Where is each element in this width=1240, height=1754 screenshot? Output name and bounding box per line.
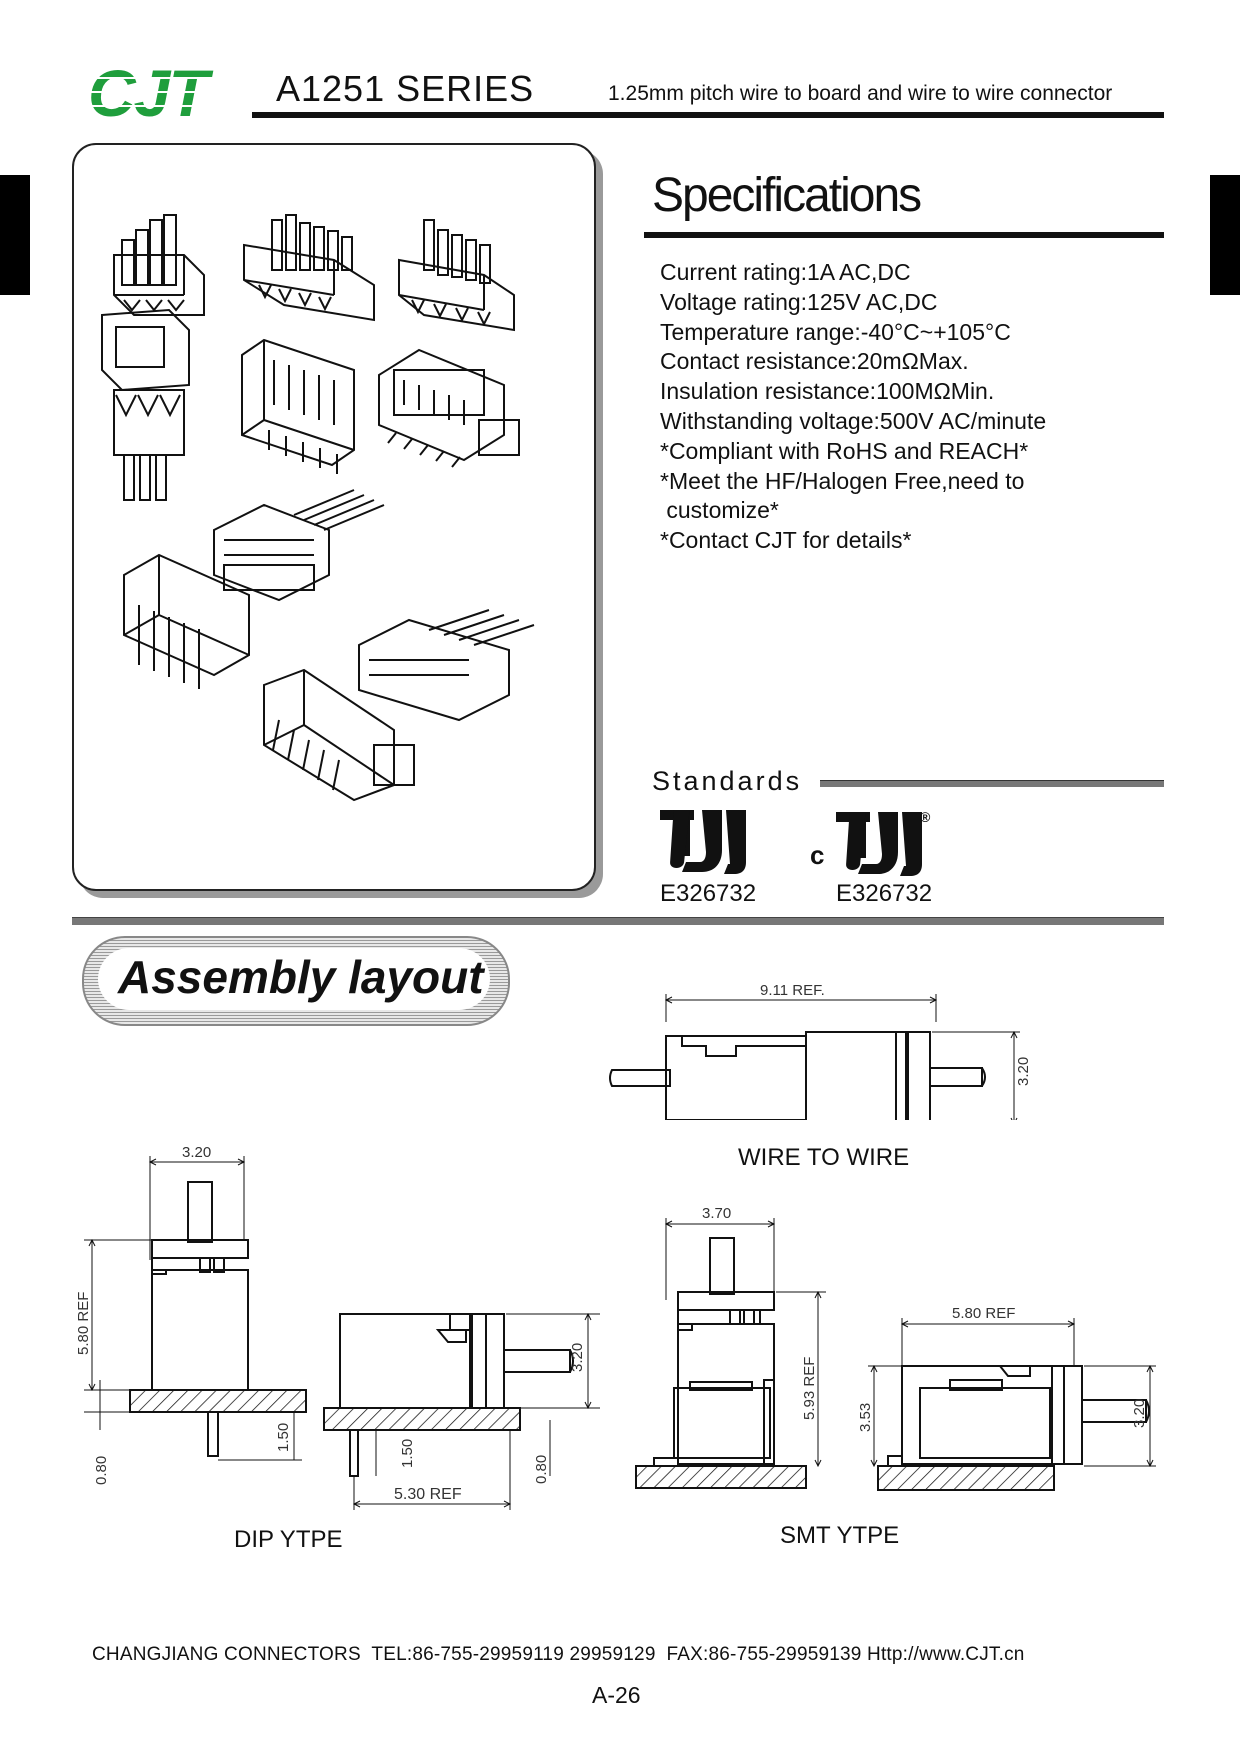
spec-temperature-range: Temperature range:-40°C~+105°C (660, 318, 1011, 345)
smt-vertical-drawing: 3.70 5.93 REF (635, 1205, 826, 1489)
page-subtitle: 1.25mm pitch wire to board and wire to w… (608, 82, 1113, 105)
connector-housing-4pin-illustration (113, 214, 205, 316)
wtw-height-dim: 3.20 (1015, 1057, 1032, 1086)
right-angle-plug-lower-illustration (358, 609, 535, 722)
specifications-rule (644, 232, 1164, 238)
spec-contact-cjt: *Contact CJT for details* (660, 527, 912, 554)
left-side-tab (0, 175, 30, 295)
dip-side-height-dim: 3.20 (569, 1343, 586, 1372)
ul-mark-icon (660, 810, 746, 874)
spec-voltage-rating: Voltage rating:125V AC,DC (660, 288, 938, 315)
header-rule (252, 112, 1164, 118)
cul-mark-icon: c ® (810, 809, 931, 876)
dip-pin-right-dim: 1.50 (399, 1439, 416, 1468)
specifications-list: Current rating:1A AC,DC Voltage rating:1… (660, 258, 1160, 556)
footer-contact: CHANGJIANG CONNECTORS TEL:86-755-2995911… (92, 1644, 1025, 1665)
assembly-layout-title: Assembly layout (118, 951, 484, 1003)
spec-withstanding-voltage: Withstanding voltage:500V AC/minute (660, 407, 1047, 434)
connector-housing-5pin-illustration (398, 219, 515, 332)
dip-length-dim: 5.30 REF (394, 1486, 462, 1503)
dip-header-illustration (241, 338, 355, 474)
dip-pcb-right-dim: 0.80 (533, 1455, 550, 1484)
right-angle-dip-header-illustration (123, 553, 250, 689)
specifications-title: Specifications (652, 169, 922, 222)
standards-title: Standards (652, 766, 803, 796)
smt-right-angle-header-illustration (263, 668, 415, 802)
smt-side-right-dim: 3.20 (1131, 1399, 1148, 1428)
smt-width-dim: 3.70 (702, 1205, 731, 1222)
wire-to-wire-drawing: 9.11 REF. 3.20 (609, 982, 1032, 1120)
dip-type-caption: DIP YTPE (234, 1526, 343, 1553)
dip-side-drawing: 3.20 1.50 0.80 (323, 1312, 600, 1510)
dip-vertical-drawing: 3.20 5.80 REF 0.80 1.50 (75, 1144, 307, 1485)
dip-height-dim: 5.80 REF (75, 1292, 92, 1355)
cul-c-prefix: c (810, 840, 824, 870)
standards-rule (820, 780, 1164, 787)
dip-width-dim: 3.20 (182, 1144, 211, 1161)
dip-pin-left-dim: 1.50 (275, 1423, 292, 1452)
smt-length-dim: 5.80 REF (952, 1305, 1015, 1322)
wtw-length-dim: 9.11 REF. (760, 982, 825, 999)
spec-contact-resistance: Contact resistance:20mΩMax. (660, 348, 969, 375)
right-angle-plug-illustration (213, 489, 385, 602)
spec-halogen-free-cont: customize* (660, 497, 779, 524)
section-divider (72, 917, 1164, 925)
spec-halogen-free: *Meet the HF/Halogen Free,need to (660, 467, 1025, 494)
assembly-title-badge-inner (98, 948, 490, 1010)
spec-insulation-resistance: Insulation resistance:100MΩMin. (660, 378, 995, 405)
ul-file-number: E326732 (660, 880, 757, 907)
product-illustration-panel (72, 143, 596, 891)
registered-mark: ® (920, 809, 931, 825)
page-number: A-26 (592, 1682, 641, 1708)
connector-housing-6pin-illustration (243, 214, 375, 322)
series-title: A1251 SERIES (276, 68, 535, 109)
smt-type-caption: SMT YTPE (780, 1522, 900, 1549)
spec-rohs-reach: *Compliant with RoHS and REACH* (660, 437, 1029, 464)
wire-to-wire-caption: WIRE TO WIRE (738, 1144, 910, 1171)
cjt-logo: CJT (86, 58, 246, 124)
connector-illustrations (101, 214, 535, 802)
right-side-tab (1210, 175, 1240, 295)
cul-file-number: E326732 (836, 880, 933, 907)
smt-side-drawing: 5.80 REF 3.53 3.20 (857, 1305, 1156, 1491)
vertical-header-illustration (101, 308, 190, 501)
smt-header-illustration (378, 348, 520, 468)
dip-pcb-left-dim: 0.80 (93, 1456, 110, 1485)
spec-current-rating: Current rating:1A AC,DC (660, 259, 911, 285)
smt-height-dim: 5.93 REF (801, 1357, 818, 1420)
smt-side-height-dim: 3.53 (857, 1403, 874, 1432)
